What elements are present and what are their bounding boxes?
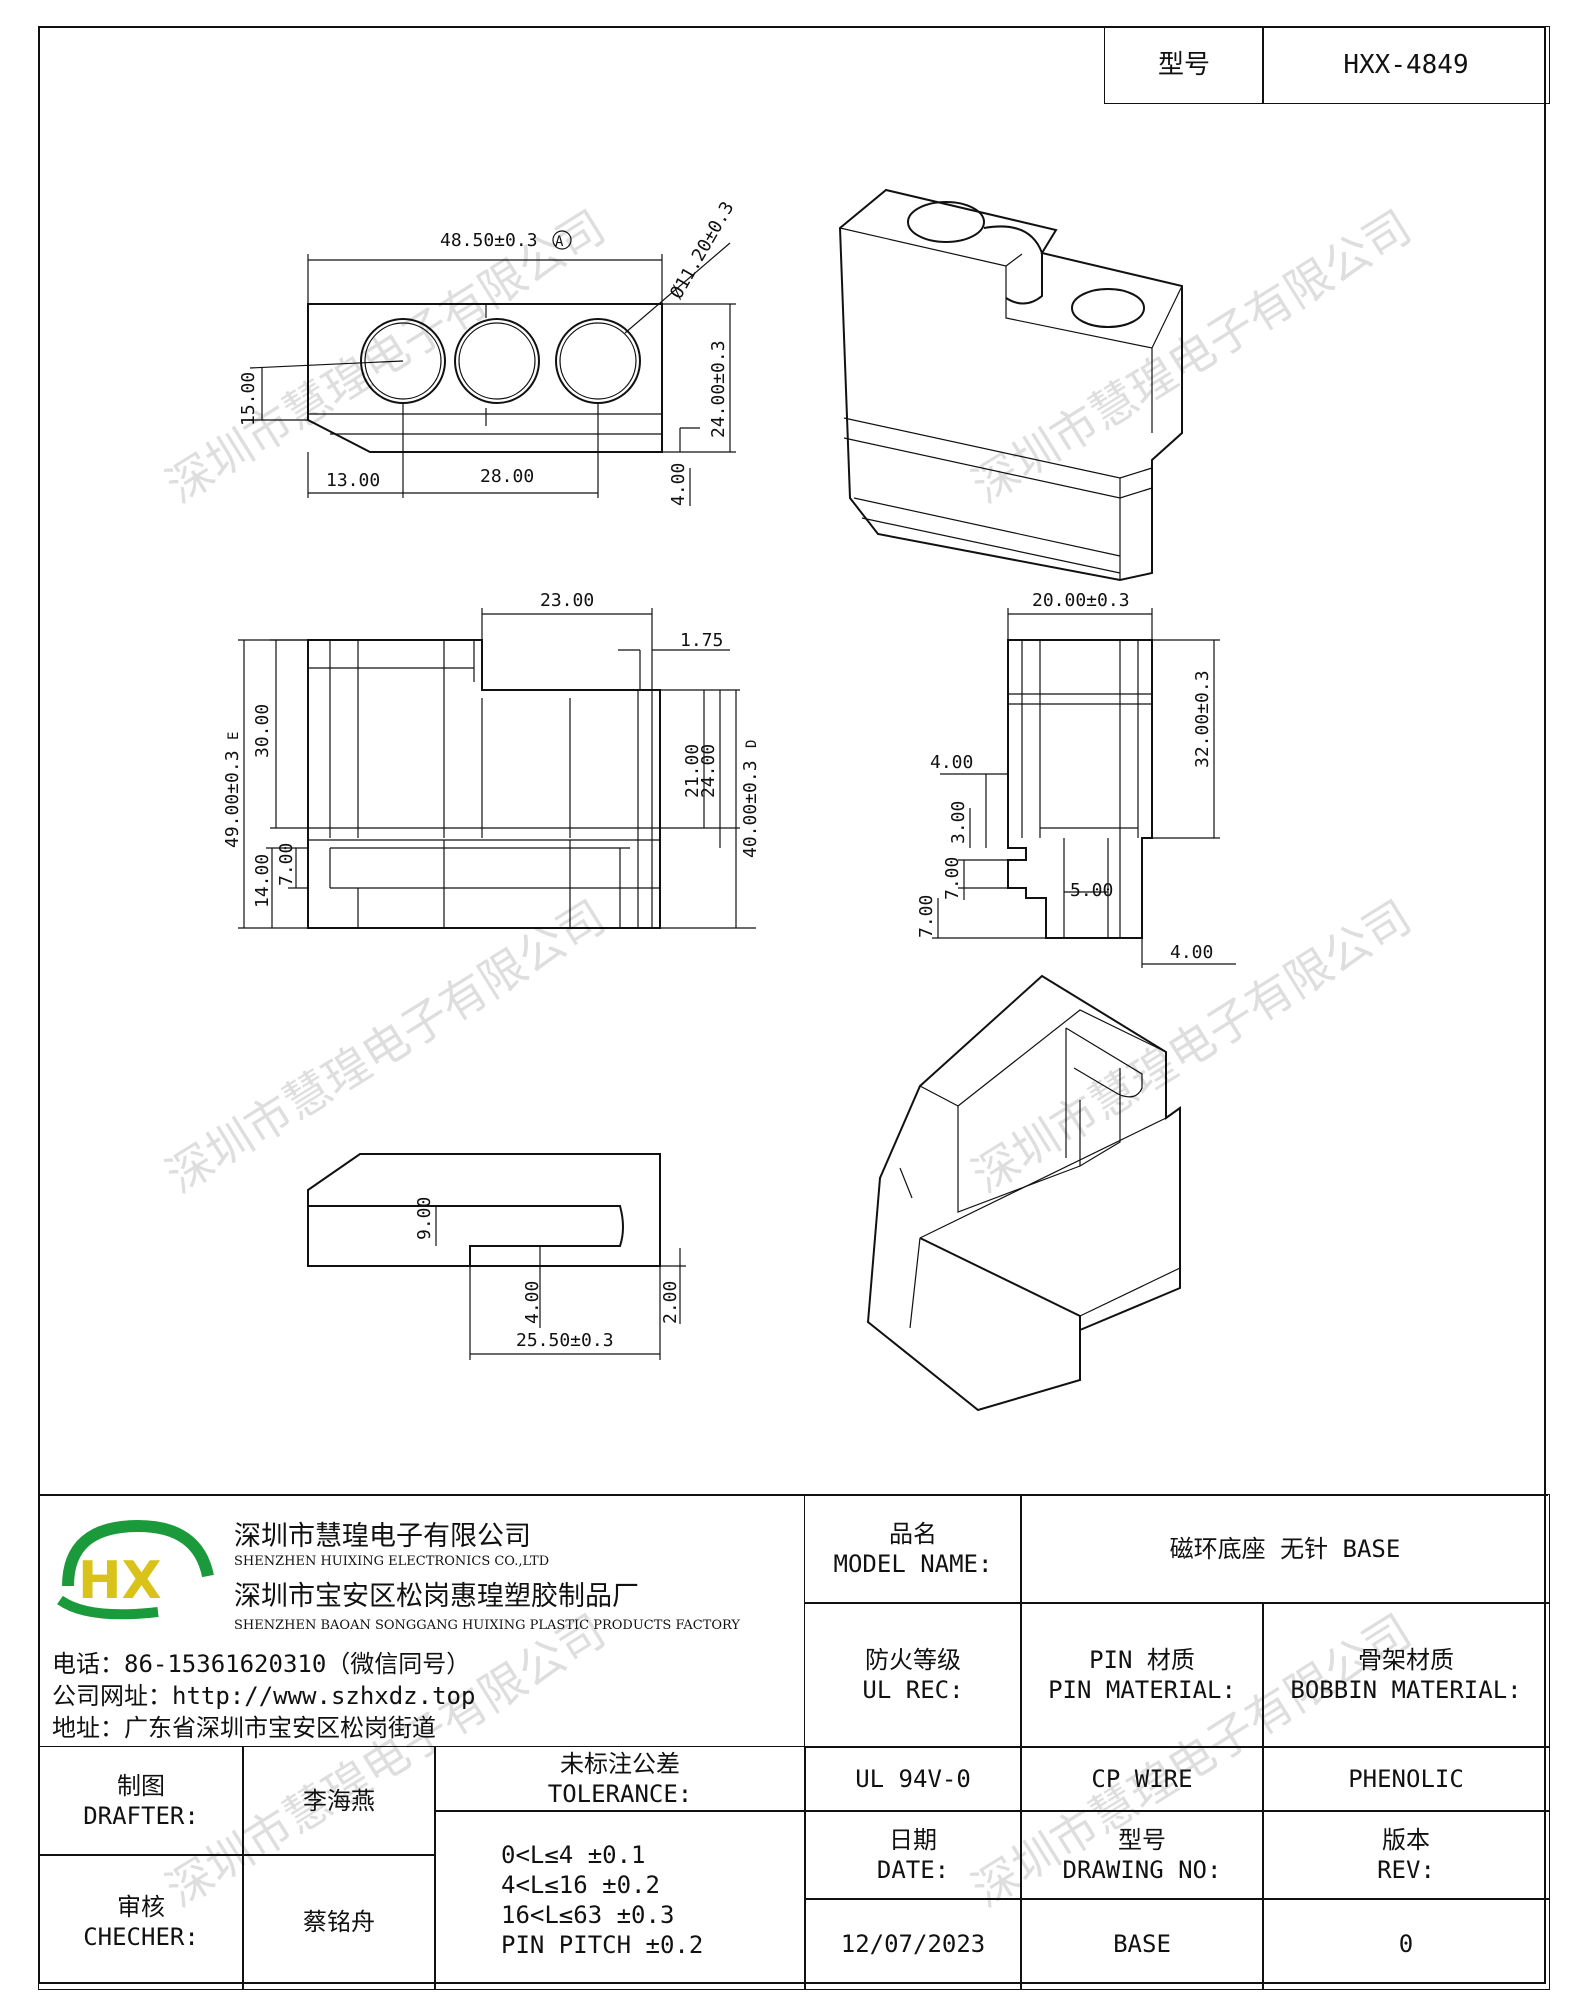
drafter-en: DRAFTER: [83,1802,199,1830]
pin-material-label: PIN 材质 PIN MATERIAL: [1020,1602,1264,1748]
title-block: HX 深圳市慧瑝电子有限公司 SHENZHEN HUIXING ELECTRON… [38,1494,1550,1990]
dim-side-d4b: 4.00 [1170,942,1213,963]
dim-front-h40: 40.00±0.3 [740,760,761,858]
company-address: 地址：广东省深圳市宝安区松岗街道 [52,1714,436,1742]
bobbin-cn: 骨架材质 [1358,1646,1454,1674]
tolerance-cn: 未标注公差 [560,1750,680,1778]
pin-en: PIN MATERIAL: [1048,1676,1236,1704]
drawing-en: DRAWING NO: [1062,1856,1222,1884]
tolerance-line-4: PIN PITCH ±0.2 [501,1931,704,1959]
dim-bottom-w: 25.50±0.3 [516,1330,614,1351]
dim-front-h21: 21.00 [682,744,703,798]
dim-front-h7: 7.00 [276,843,297,886]
dim-top-pitch: 28.00 [480,466,534,487]
dim-front-h40-tag: D [744,740,760,748]
checker-label: 审核 CHECHER: [38,1854,244,1990]
ul-cn: 防火等级 [865,1646,961,1674]
dim-hole: Ø11.20±0.3 [666,198,738,302]
ul-label: 防火等级 UL REC: [804,1602,1022,1748]
logo-text: HX [78,1551,162,1611]
drawing-no-label: 型号 DRAWING NO: [1020,1810,1264,1900]
dim-top-offset: 13.00 [326,470,380,491]
date-value: 12/07/2023 [804,1898,1022,1990]
model-name-en: MODEL NAME: [833,1550,993,1578]
dim-side-d7a: 7.00 [942,857,963,900]
dim-top-gap: 4.00 [668,463,689,506]
header-model-label: 型号 [1104,26,1264,104]
dim-front-h14: 14.00 [252,854,273,908]
checker-cn: 审核 [117,1893,165,1921]
dim-side-d3: 3.00 [948,801,969,844]
drawing-sheet: 型号 HXX-4849 48.50±0.3 A Ø11.20±0.3 [38,26,1550,1990]
company-name-en: SHENZHEN HUIXING ELECTRONICS CO.,LTD [234,1554,550,1569]
drafter-label: 制图 DRAFTER: [38,1746,244,1856]
pin-cn: PIN 材质 [1089,1646,1195,1674]
dim-side-w: 20.00±0.3 [1032,590,1130,611]
dim-side-d5: 5.00 [1070,880,1113,901]
factory-name-cn: 深圳市宝安区松岗惠瑝塑胶制品厂 [234,1581,639,1612]
tolerance-line-3: 16<L≤63 ±0.3 [501,1901,675,1929]
dim-front-h49-tag: E [226,732,242,740]
header-model-value: HXX-4849 [1262,26,1550,104]
pin-value: CP WIRE [1020,1746,1264,1812]
drawing-no-value: BASE [1020,1898,1264,1990]
date-label: 日期 DATE: [804,1810,1022,1900]
bobbin-value: PHENOLIC [1262,1746,1550,1812]
rev-value: 0 [1262,1898,1550,1990]
drawing-cn: 型号 [1118,1826,1166,1854]
side-view: 20.00±0.3 32.00±0.3 4.00 3.00 7.00 5.00 … [916,590,1236,968]
ul-value: UL 94V-0 [804,1746,1022,1812]
iso-view-2 [866,974,1181,1412]
bottom-view: 9.00 4.00 2.00 25.50±0.3 [307,1153,686,1360]
technical-drawing: 48.50±0.3 A Ø11.20±0.3 15.00 24.00±0.3 1… [222,188,1236,1412]
dim-front-top: 23.00 [540,590,594,611]
dim-front-step: 1.75 [680,630,723,651]
dim-front-h24: 24.00 [698,744,719,798]
company-phone: 电话：86-15361620310（微信同号） [52,1650,471,1678]
dim-front-h49: 49.00±0.3 [222,750,243,848]
bobbin-en: BOBBIN MATERIAL: [1290,1676,1522,1704]
company-area: HX 深圳市慧瑝电子有限公司 SHENZHEN HUIXING ELECTRON… [40,1496,806,1746]
factory-name-en: SHENZHEN BAOAN SONGGANG HUIXING PLASTIC … [234,1618,740,1633]
checker-en: CHECHER: [83,1923,199,1951]
dim-bottom-d4: 4.00 [522,1281,543,1324]
rev-cn: 版本 [1382,1826,1430,1854]
model-name-cn: 品名 [889,1520,937,1548]
company-logo: HX [57,1519,214,1620]
drafter-value: 李海燕 [242,1746,436,1856]
tolerance-line-1: 0<L≤4 ±0.1 [501,1841,646,1869]
date-en: DATE: [876,1856,950,1884]
dim-front-h30: 30.00 [252,704,273,758]
dim-side-h32: 32.00±0.3 [1192,670,1213,768]
date-cn: 日期 [889,1826,937,1854]
dim-side-d7b: 7.00 [916,895,937,938]
tolerance-header: 未标注公差 TOLERANCE: [434,1746,806,1812]
drafter-cn: 制图 [117,1772,165,1800]
rev-en: REV: [1377,1856,1435,1884]
company-name-cn: 深圳市慧瑝电子有限公司 [234,1521,531,1552]
tolerance-table: 0<L≤4 ±0.1 4<L≤16 ±0.2 16<L≤63 ±0.3 PIN … [434,1810,806,1990]
tolerance-line-2: 4<L≤16 ±0.2 [501,1871,660,1899]
dim-side-d4: 4.00 [930,752,973,773]
rev-label: 版本 REV: [1262,1810,1550,1900]
dim-top-side-h: 15.00 [238,372,259,426]
front-view: 23.00 1.75 30.00 21.00 24.00 40.00±0.3 D… [222,590,761,929]
bobbin-material-label: 骨架材质 BOBBIN MATERIAL: [1262,1602,1550,1748]
ul-en: UL REC: [862,1676,964,1704]
dim-bottom-d2: 2.00 [660,1281,681,1324]
model-name-value: 磁环底座 无针 BASE [1020,1494,1550,1604]
company-website: 公司网址：http://www.szhxdz.top [52,1682,476,1710]
dim-top-h: 24.00±0.3 [708,340,729,438]
iso-view-1 [838,188,1183,582]
tolerance-en: TOLERANCE: [547,1780,693,1808]
dim-bottom-h9: 9.00 [414,1197,435,1240]
model-name-label: 品名 MODEL NAME: [804,1494,1022,1604]
checker-value: 蔡铭舟 [242,1854,436,1990]
dim-top-width: 48.50±0.3 [440,230,538,251]
dim-top-width-tag: A [555,234,564,250]
top-view: 48.50±0.3 A Ø11.20±0.3 15.00 24.00±0.3 1… [238,198,739,506]
